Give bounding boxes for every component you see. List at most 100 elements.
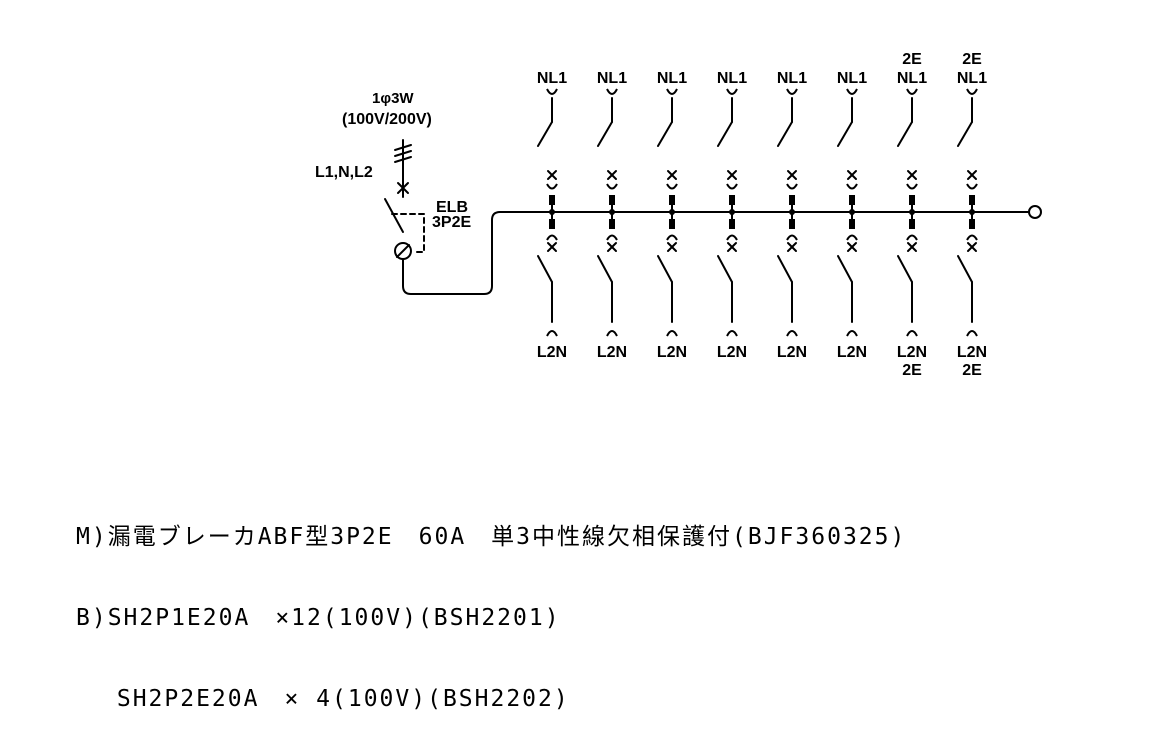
conductor-tick — [394, 156, 412, 163]
bottom-x-mark — [607, 242, 617, 252]
branch-top-label: NL1 — [957, 70, 987, 87]
bus-end-terminal — [1028, 205, 1042, 219]
bottom-contact — [957, 255, 973, 283]
branch-top-note: 2E — [962, 51, 982, 68]
bottom-x-mark — [727, 242, 737, 252]
bottom-contact — [717, 255, 733, 283]
top-contact — [837, 121, 853, 147]
bottom-terminal — [846, 330, 858, 337]
branch-top-label: NL1 — [777, 70, 807, 87]
bottom-terminal — [966, 330, 978, 337]
leakage-detector-box — [391, 213, 425, 253]
bottom-pole-block — [909, 219, 915, 229]
branch-bottom-note: 2E — [962, 362, 982, 379]
branch-top-label: NL1 — [897, 70, 927, 87]
note-branch-breakers-2: SH2P2E20A × 4(100V)(BSH2202) — [76, 686, 570, 712]
branch-top-note: 2E — [902, 51, 922, 68]
bottom-x-mark — [847, 242, 857, 252]
top-pole-cup — [606, 183, 618, 190]
top-pole-block — [849, 195, 855, 205]
bottom-terminal — [786, 330, 798, 337]
top-contact — [597, 121, 613, 147]
top-x-mark — [967, 170, 977, 180]
top-x-mark — [907, 170, 917, 180]
top-x-mark — [727, 170, 737, 180]
bottom-contact — [537, 255, 553, 283]
top-contact — [657, 121, 673, 147]
top-pole-cup — [786, 183, 798, 190]
top-terminal — [786, 88, 798, 95]
top-x-mark — [547, 170, 557, 180]
bottom-pole-block — [669, 219, 675, 229]
zct-slash — [396, 244, 410, 258]
top-x-mark — [847, 170, 857, 180]
top-pole-block — [549, 195, 555, 205]
branch-top-label: NL1 — [837, 70, 867, 87]
bottom-contact — [837, 255, 853, 283]
bottom-pole-block — [609, 219, 615, 229]
bottom-terminal — [666, 330, 678, 337]
bottom-x-mark — [547, 242, 557, 252]
top-contact — [537, 121, 553, 147]
conductor-tick — [394, 150, 412, 157]
top-contact — [717, 121, 733, 147]
bottom-terminal — [906, 330, 918, 337]
top-pole-block — [669, 195, 675, 205]
branch-top-label: NL1 — [717, 70, 747, 87]
main-breaker-contact — [384, 198, 404, 233]
bottom-pole-cup — [606, 234, 618, 241]
top-x-mark — [607, 170, 617, 180]
supply-voltage-label: (100V/200V) — [342, 111, 432, 128]
top-terminal — [726, 88, 738, 95]
top-terminal — [966, 88, 978, 95]
top-terminal — [606, 88, 618, 95]
top-pole-cup — [666, 183, 678, 190]
top-pole-cup — [546, 183, 558, 190]
top-pole-block — [729, 195, 735, 205]
main-breaker-poles-label: 3P2E — [432, 214, 471, 231]
equipment-notes: M)漏電ブレーカABF型3P2E 60A 単3中性線欠相保護付(BJF36032… — [76, 470, 906, 740]
bottom-pole-cup — [546, 234, 558, 241]
bottom-x-mark — [907, 242, 917, 252]
bottom-contact — [897, 255, 913, 283]
top-x-mark — [787, 170, 797, 180]
note-main-breaker: M)漏電ブレーカABF型3P2E 60A 単3中性線欠相保護付(BJF36032… — [76, 524, 907, 550]
branch-bottom-label: L2N — [657, 344, 687, 361]
top-terminal — [546, 88, 558, 95]
branch-group: NL1L2NNL1L2NNL1L2NNL1L2NNL1L2NNL1L2NNL12… — [537, 51, 987, 379]
bottom-terminal — [726, 330, 738, 337]
top-pole-block — [789, 195, 795, 205]
branch-top-label: NL1 — [537, 70, 567, 87]
top-contact — [957, 121, 973, 147]
branch-bottom-label: L2N — [777, 344, 807, 361]
top-pole-cup — [966, 183, 978, 190]
supply-conductors-label: L1,N,L2 — [315, 164, 373, 181]
top-pole-block — [609, 195, 615, 205]
conductor-tick — [394, 144, 412, 151]
branch-top-label: NL1 — [657, 70, 687, 87]
main-breaker-label: ELB — [436, 199, 468, 216]
bottom-x-mark — [967, 242, 977, 252]
bottom-pole-block — [729, 219, 735, 229]
branch-bottom-label: L2N — [597, 344, 627, 361]
branch-top-label: NL1 — [597, 70, 627, 87]
branch-bottom-label: L2N — [717, 344, 747, 361]
bottom-pole-cup — [846, 234, 858, 241]
bottom-pole-cup — [786, 234, 798, 241]
bottom-pole-cup — [726, 234, 738, 241]
top-terminal — [906, 88, 918, 95]
bottom-x-mark — [667, 242, 677, 252]
top-pole-block — [969, 195, 975, 205]
top-contact — [777, 121, 793, 147]
bottom-contact — [777, 255, 793, 283]
bottom-x-mark — [787, 242, 797, 252]
bottom-terminal — [606, 330, 618, 337]
branch-bottom-label: L2N — [537, 344, 567, 361]
top-pole-cup — [726, 183, 738, 190]
